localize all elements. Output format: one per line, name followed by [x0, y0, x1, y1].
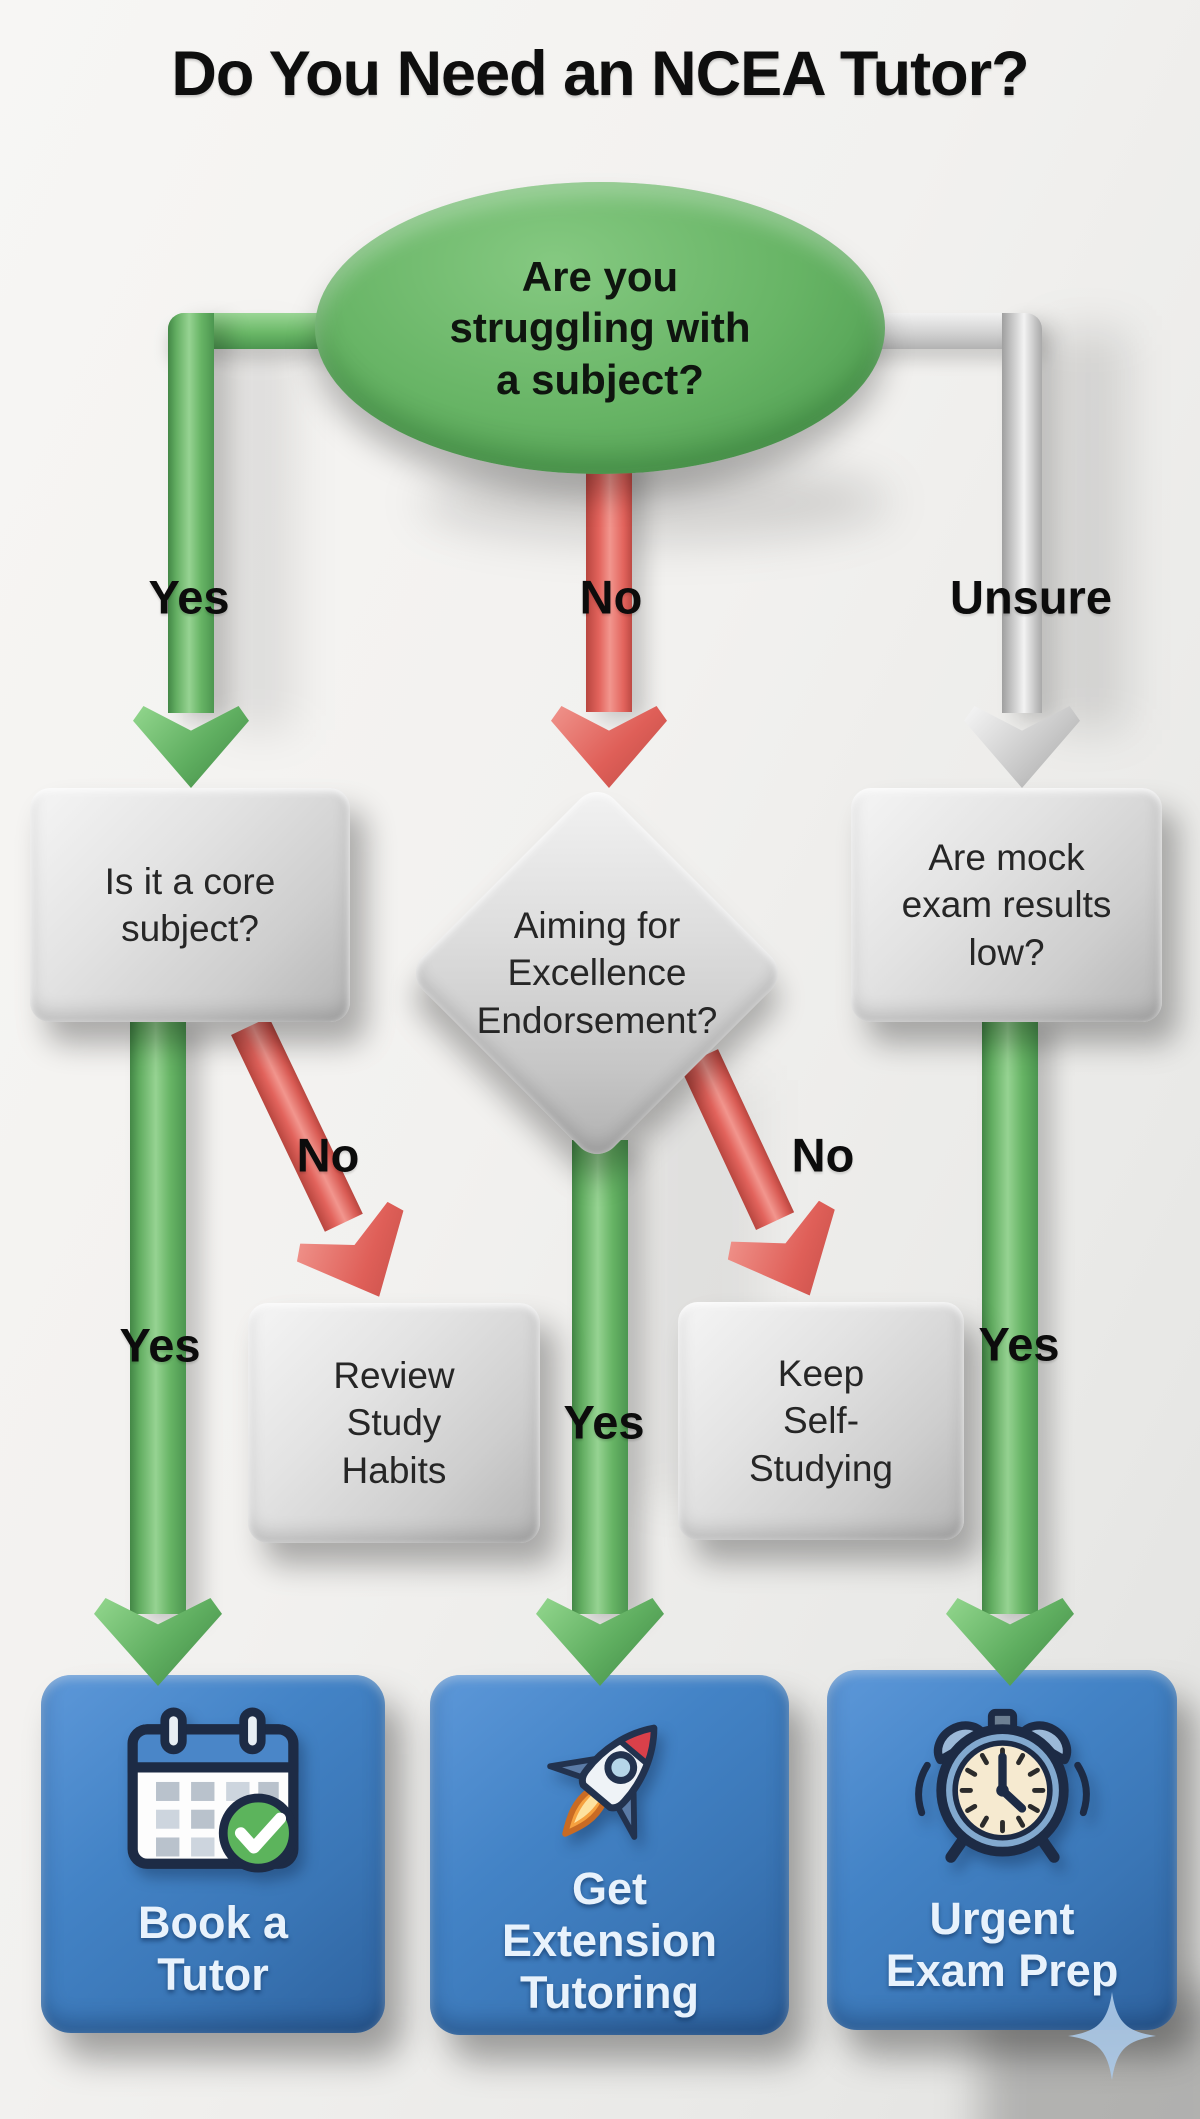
rocket-icon [547, 1724, 658, 1840]
connector-excellence-yes [572, 1140, 628, 1614]
outcome1-line-1: Book a [137, 1896, 289, 1948]
excellence-line-3: Endorsement? [476, 999, 718, 1041]
node-core-subject: Is it a core subject? [30, 788, 350, 1022]
node-keep-self-studying: Keep Self- Studying [678, 1302, 964, 1540]
outcome3-line-1: Urgent [929, 1892, 1075, 1944]
red-diagonal-shaft [231, 1016, 363, 1232]
alarm-clock-icon [914, 1708, 1090, 1863]
root-question-node: Are you struggling with a subject? [315, 182, 885, 474]
root-line-3: a subject? [496, 355, 704, 403]
outcome-urgent-exam-prep[interactable]: Urgent Exam Prep [827, 1670, 1177, 2030]
label-core-no: No [296, 1128, 360, 1182]
mock-line-3: low? [968, 931, 1045, 973]
keep-line-3: Studying [749, 1447, 893, 1489]
outcome-book-a-tutor[interactable]: Book a Tutor [41, 1675, 385, 2033]
sparkle-icon [1068, 1992, 1156, 2080]
root-question-text: Are you struggling with a subject? [450, 251, 751, 405]
outcome3-line-2: Exam Prep [885, 1945, 1119, 1996]
red-diagonal-shaft [679, 1049, 795, 1231]
connector-core-yes [130, 1018, 186, 1614]
node-review-study-habits: Review Study Habits [248, 1303, 540, 1543]
outcome2-line-1: Get [571, 1862, 647, 1914]
review-text: Review Study Habits [333, 1352, 454, 1494]
branch-label-yes: Yes [148, 570, 230, 624]
mock-line-1: Are mock [928, 836, 1085, 878]
keep-text: Keep Self- Studying [749, 1350, 893, 1492]
connector-yes-vertical [168, 313, 214, 713]
root-line-2: struggling with [449, 304, 751, 352]
branch-label-unsure: Unsure [950, 570, 1112, 624]
outcome1-line-2: Tutor [157, 1949, 269, 2000]
review-line-1: Review [333, 1354, 455, 1396]
mock-exam-text: Are mock exam results low? [902, 834, 1112, 976]
left-elbow-shadow [224, 340, 294, 730]
right-elbow-shadow [1048, 330, 1128, 730]
outcome2-line-2: Extension [501, 1914, 718, 1966]
label-core-yes: Yes [119, 1318, 201, 1372]
outcome-get-extension-tutoring[interactable]: Get Extension Tutoring [430, 1675, 789, 2035]
excellence-text: Aiming for Excellence Endorsement? [437, 902, 757, 1044]
excellence-line-2: Excellence [507, 952, 687, 994]
core-subject-text: Is it a core subject? [105, 858, 276, 953]
review-line-2: Study [346, 1402, 442, 1444]
arrowhead-yes [133, 706, 249, 788]
label-excellence-no: No [791, 1128, 855, 1182]
outcome-label: Get Extension Tutoring [502, 1861, 717, 2035]
label-mock-yes: Yes [978, 1317, 1060, 1371]
keep-line-2: Self- [782, 1400, 860, 1442]
connector-unsure-vertical [1002, 313, 1042, 713]
ellipse-shadow [420, 462, 890, 542]
core-line-1: Is it a core [104, 860, 276, 902]
rocket-icon [527, 1701, 692, 1861]
arrowhead-unsure [964, 706, 1080, 788]
excellence-line-1: Aiming for [513, 904, 681, 946]
outcome2-line-3: Tutoring [519, 1967, 700, 2019]
connector-mock-yes [982, 1018, 1038, 1614]
mock-line-2: exam results [901, 884, 1112, 926]
root-line-1: Are you [521, 253, 679, 301]
keep-line-1: Keep [777, 1352, 865, 1394]
node-mock-exam: Are mock exam results low? [851, 788, 1162, 1022]
review-line-3: Habits [341, 1449, 447, 1491]
calendar-check-icon [127, 1707, 299, 1873]
connector-no-vertical [586, 452, 632, 712]
outcome-label: Book a Tutor [138, 1879, 288, 2033]
outcome-label: Urgent Exam Prep [886, 1874, 1119, 2030]
branch-label-no: No [579, 570, 643, 624]
page-title: Do You Need an NCEA Tutor? [171, 39, 1029, 109]
label-excellence-yes: Yes [563, 1395, 645, 1449]
calendar-check-icon [118, 1701, 308, 1879]
alarm-clock-icon [905, 1696, 1100, 1874]
arrowhead-no [551, 706, 667, 788]
core-line-2: subject? [121, 908, 259, 949]
